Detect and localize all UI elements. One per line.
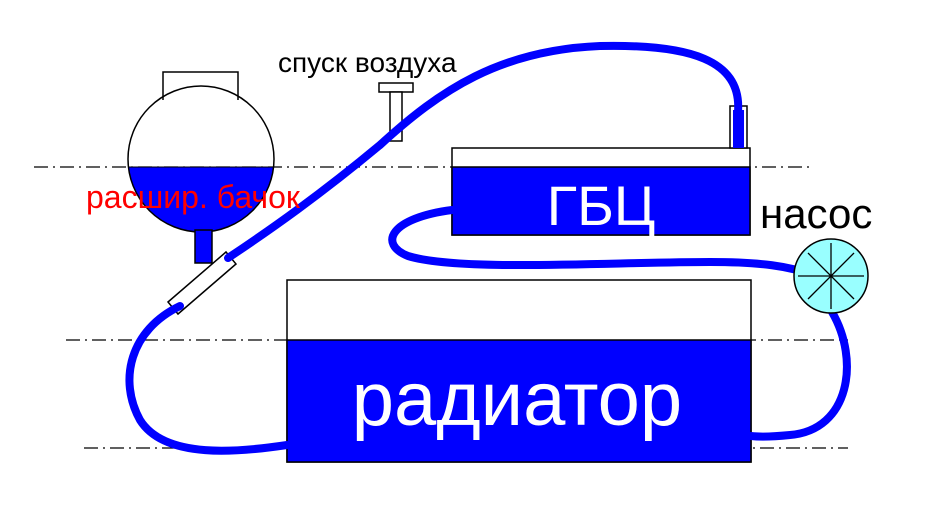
- cylinder-head-coolant: [451, 166, 751, 236]
- air-vent-cap: [378, 82, 414, 93]
- pump-impeller-icon: [798, 243, 864, 309]
- pump-label: насос: [760, 190, 872, 237]
- hose-head-to-tank: [224, 41, 743, 262]
- tank-outlet-pipe: [194, 229, 213, 264]
- hose-head-to-pump: [388, 206, 820, 280]
- cylinder-head: [451, 105, 751, 236]
- radiator: [286, 279, 752, 463]
- water-pump: [793, 238, 869, 314]
- cylinder-head-label: ГБЦ: [547, 174, 656, 237]
- air-vent-label: спуск воздуха: [278, 47, 457, 78]
- hose-tank-to-radiator: [125, 302, 291, 455]
- hoses: [125, 41, 851, 455]
- radiator-label: радиатор: [352, 357, 682, 442]
- expansion-tank-label: расшир. бачок: [86, 179, 301, 215]
- cylinder-head-outlet-coolant: [733, 110, 744, 148]
- expansion-tank: [127, 71, 275, 316]
- radiator-coolant: [286, 339, 752, 463]
- hose-pump-to-radiator: [747, 308, 851, 441]
